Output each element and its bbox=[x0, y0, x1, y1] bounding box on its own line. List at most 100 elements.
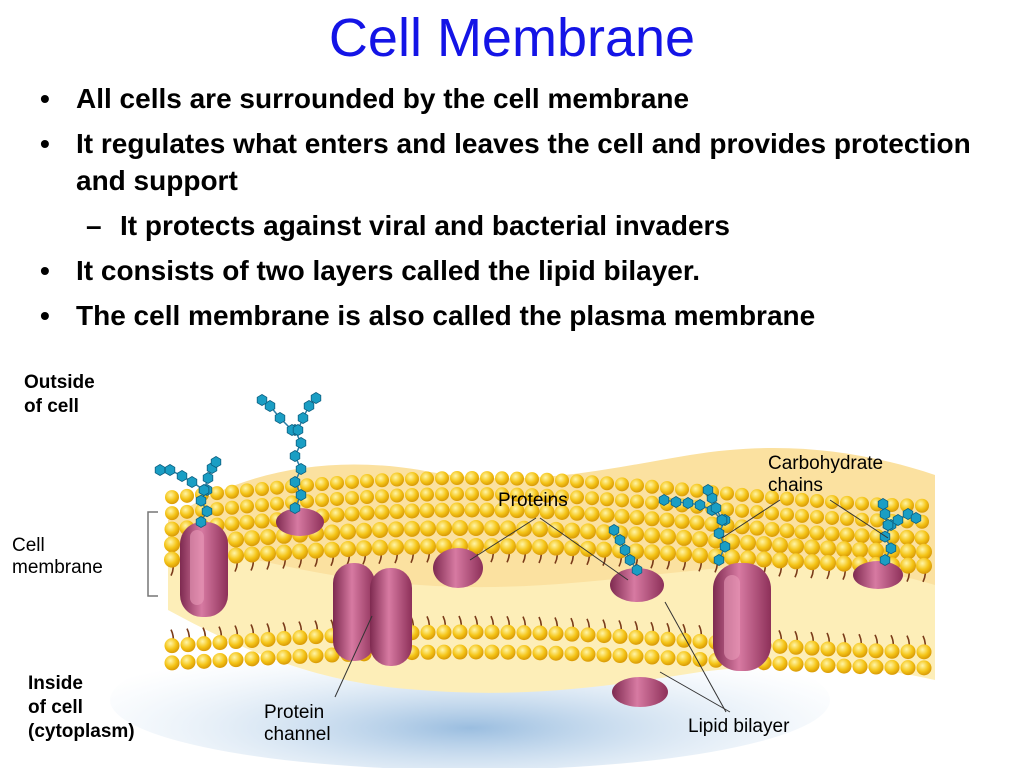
lipid-head bbox=[292, 543, 308, 560]
lipid-head bbox=[765, 506, 779, 521]
lipid-head bbox=[564, 646, 580, 662]
lipid-head bbox=[480, 471, 494, 486]
lipid-head bbox=[270, 496, 284, 511]
lipid-head bbox=[548, 626, 564, 642]
lipid-head bbox=[468, 644, 484, 660]
bullet-marker: • bbox=[40, 128, 50, 159]
lipid-head bbox=[749, 520, 765, 536]
sugar-unit bbox=[202, 472, 214, 484]
lipid-head bbox=[630, 494, 644, 509]
lipid-head bbox=[210, 502, 224, 517]
lipid-head bbox=[788, 553, 804, 570]
sugar-unit bbox=[882, 519, 894, 531]
lipid-head bbox=[676, 651, 692, 667]
bullet-text: It consists of two layers called the lip… bbox=[76, 255, 700, 286]
lipid-head bbox=[359, 505, 375, 521]
lipid-head bbox=[210, 486, 224, 501]
lipid-head bbox=[260, 545, 276, 562]
lipid-head bbox=[404, 503, 420, 519]
carb-link bbox=[718, 519, 726, 561]
lipid-head bbox=[164, 536, 180, 553]
lipid-head bbox=[580, 523, 596, 540]
lipid-head bbox=[452, 520, 468, 537]
lipid-head bbox=[614, 508, 630, 524]
lipid-head bbox=[360, 474, 374, 489]
lipid-head bbox=[374, 504, 390, 520]
lipid-head bbox=[525, 488, 539, 503]
lipid-head bbox=[660, 481, 674, 496]
sugar-unit bbox=[154, 464, 166, 476]
lipid-head bbox=[228, 634, 244, 650]
lipid-head bbox=[405, 471, 419, 486]
lipid-head bbox=[788, 538, 804, 555]
sugar-unit bbox=[303, 400, 315, 412]
sugar-unit bbox=[614, 534, 626, 546]
lipid-head bbox=[772, 552, 788, 569]
lipid-head bbox=[500, 644, 516, 660]
lipid-head bbox=[564, 522, 580, 539]
lipid-head bbox=[510, 471, 524, 486]
lipid-head bbox=[436, 624, 452, 640]
lipid-head bbox=[676, 546, 692, 563]
lipid-head bbox=[375, 489, 389, 504]
outside-label-line2: of cell bbox=[24, 396, 79, 417]
lipid-head bbox=[765, 490, 779, 505]
inside-label-line3: (cytoplasm) bbox=[28, 721, 135, 742]
lipid-head bbox=[340, 523, 356, 540]
bullet-text: All cells are surrounded by the cell mem… bbox=[76, 83, 690, 114]
sugar-unit bbox=[885, 542, 897, 555]
lipid-head bbox=[516, 520, 532, 537]
lipid-head bbox=[276, 544, 292, 561]
lipid-head bbox=[225, 500, 239, 515]
bullet-text: The cell membrane is also called the pla… bbox=[76, 300, 816, 331]
lipid-head bbox=[615, 477, 629, 492]
lipid-head bbox=[419, 503, 435, 519]
lipid-head bbox=[644, 544, 660, 561]
lipid-head bbox=[494, 502, 510, 518]
lipid-head bbox=[500, 538, 516, 555]
sugar-unit bbox=[624, 554, 636, 566]
lipid-head bbox=[484, 624, 500, 640]
lipid-head bbox=[596, 524, 612, 541]
lipid-head bbox=[404, 538, 420, 555]
lipid-head bbox=[330, 491, 344, 506]
bullet-item: • It regulates what enters and leaves th… bbox=[28, 125, 1003, 199]
lipid-head bbox=[570, 490, 584, 505]
lipid-head bbox=[388, 521, 404, 538]
lipid-head bbox=[615, 493, 629, 508]
lipid-head bbox=[554, 504, 570, 520]
lipid-head bbox=[196, 636, 212, 652]
lipid-head bbox=[524, 503, 540, 519]
lipid-head bbox=[596, 628, 612, 644]
lipid-head bbox=[372, 539, 388, 556]
lipid-head bbox=[900, 660, 916, 676]
lipid-head bbox=[734, 519, 750, 535]
lipid-head bbox=[164, 521, 180, 537]
lipid-head bbox=[468, 520, 484, 537]
lipid-head bbox=[612, 628, 628, 644]
lipid-head bbox=[404, 520, 420, 537]
lipid-head bbox=[676, 529, 692, 546]
lipid-head bbox=[329, 507, 345, 523]
lipid-head bbox=[885, 497, 899, 512]
lipid-head bbox=[500, 624, 516, 640]
lipid-head bbox=[356, 540, 372, 557]
lipid-head bbox=[660, 528, 676, 545]
lipid-head bbox=[465, 471, 479, 486]
sugar-unit bbox=[879, 508, 891, 520]
lipid-head bbox=[788, 639, 804, 655]
lipid-head bbox=[532, 521, 548, 538]
lipid-head bbox=[660, 631, 676, 647]
lipid-head bbox=[244, 633, 260, 649]
lipid-head bbox=[900, 498, 914, 513]
lipid-head bbox=[674, 513, 690, 529]
sugar-unit bbox=[186, 476, 198, 488]
channel-leader bbox=[334, 615, 373, 698]
sugar-unit bbox=[713, 554, 725, 566]
lipid-head bbox=[868, 659, 884, 675]
lipid-head bbox=[804, 657, 820, 673]
lipid-head bbox=[324, 541, 340, 558]
lipid-head bbox=[692, 547, 708, 564]
lipid-head bbox=[164, 638, 180, 654]
lipid-head bbox=[788, 656, 804, 672]
